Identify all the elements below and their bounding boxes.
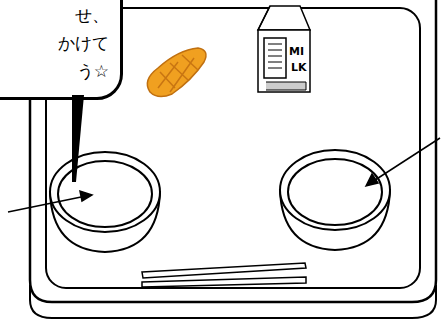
tray-rim — [30, 285, 436, 318]
bowl-right — [280, 150, 390, 250]
bowl-left — [50, 152, 160, 252]
carton-lettering: LK — [291, 62, 307, 74]
chopsticks — [142, 263, 306, 287]
bubble-text: せ、 かけて う☆ — [53, 1, 109, 85]
pointer-arrows — [8, 138, 440, 212]
milk-carton — [258, 6, 310, 92]
bread — [147, 48, 206, 97]
speech-bubble: せ、 かけて う☆ — [0, 0, 123, 100]
carton-lettering: MI — [289, 46, 304, 58]
tray-outer — [30, 0, 436, 302]
